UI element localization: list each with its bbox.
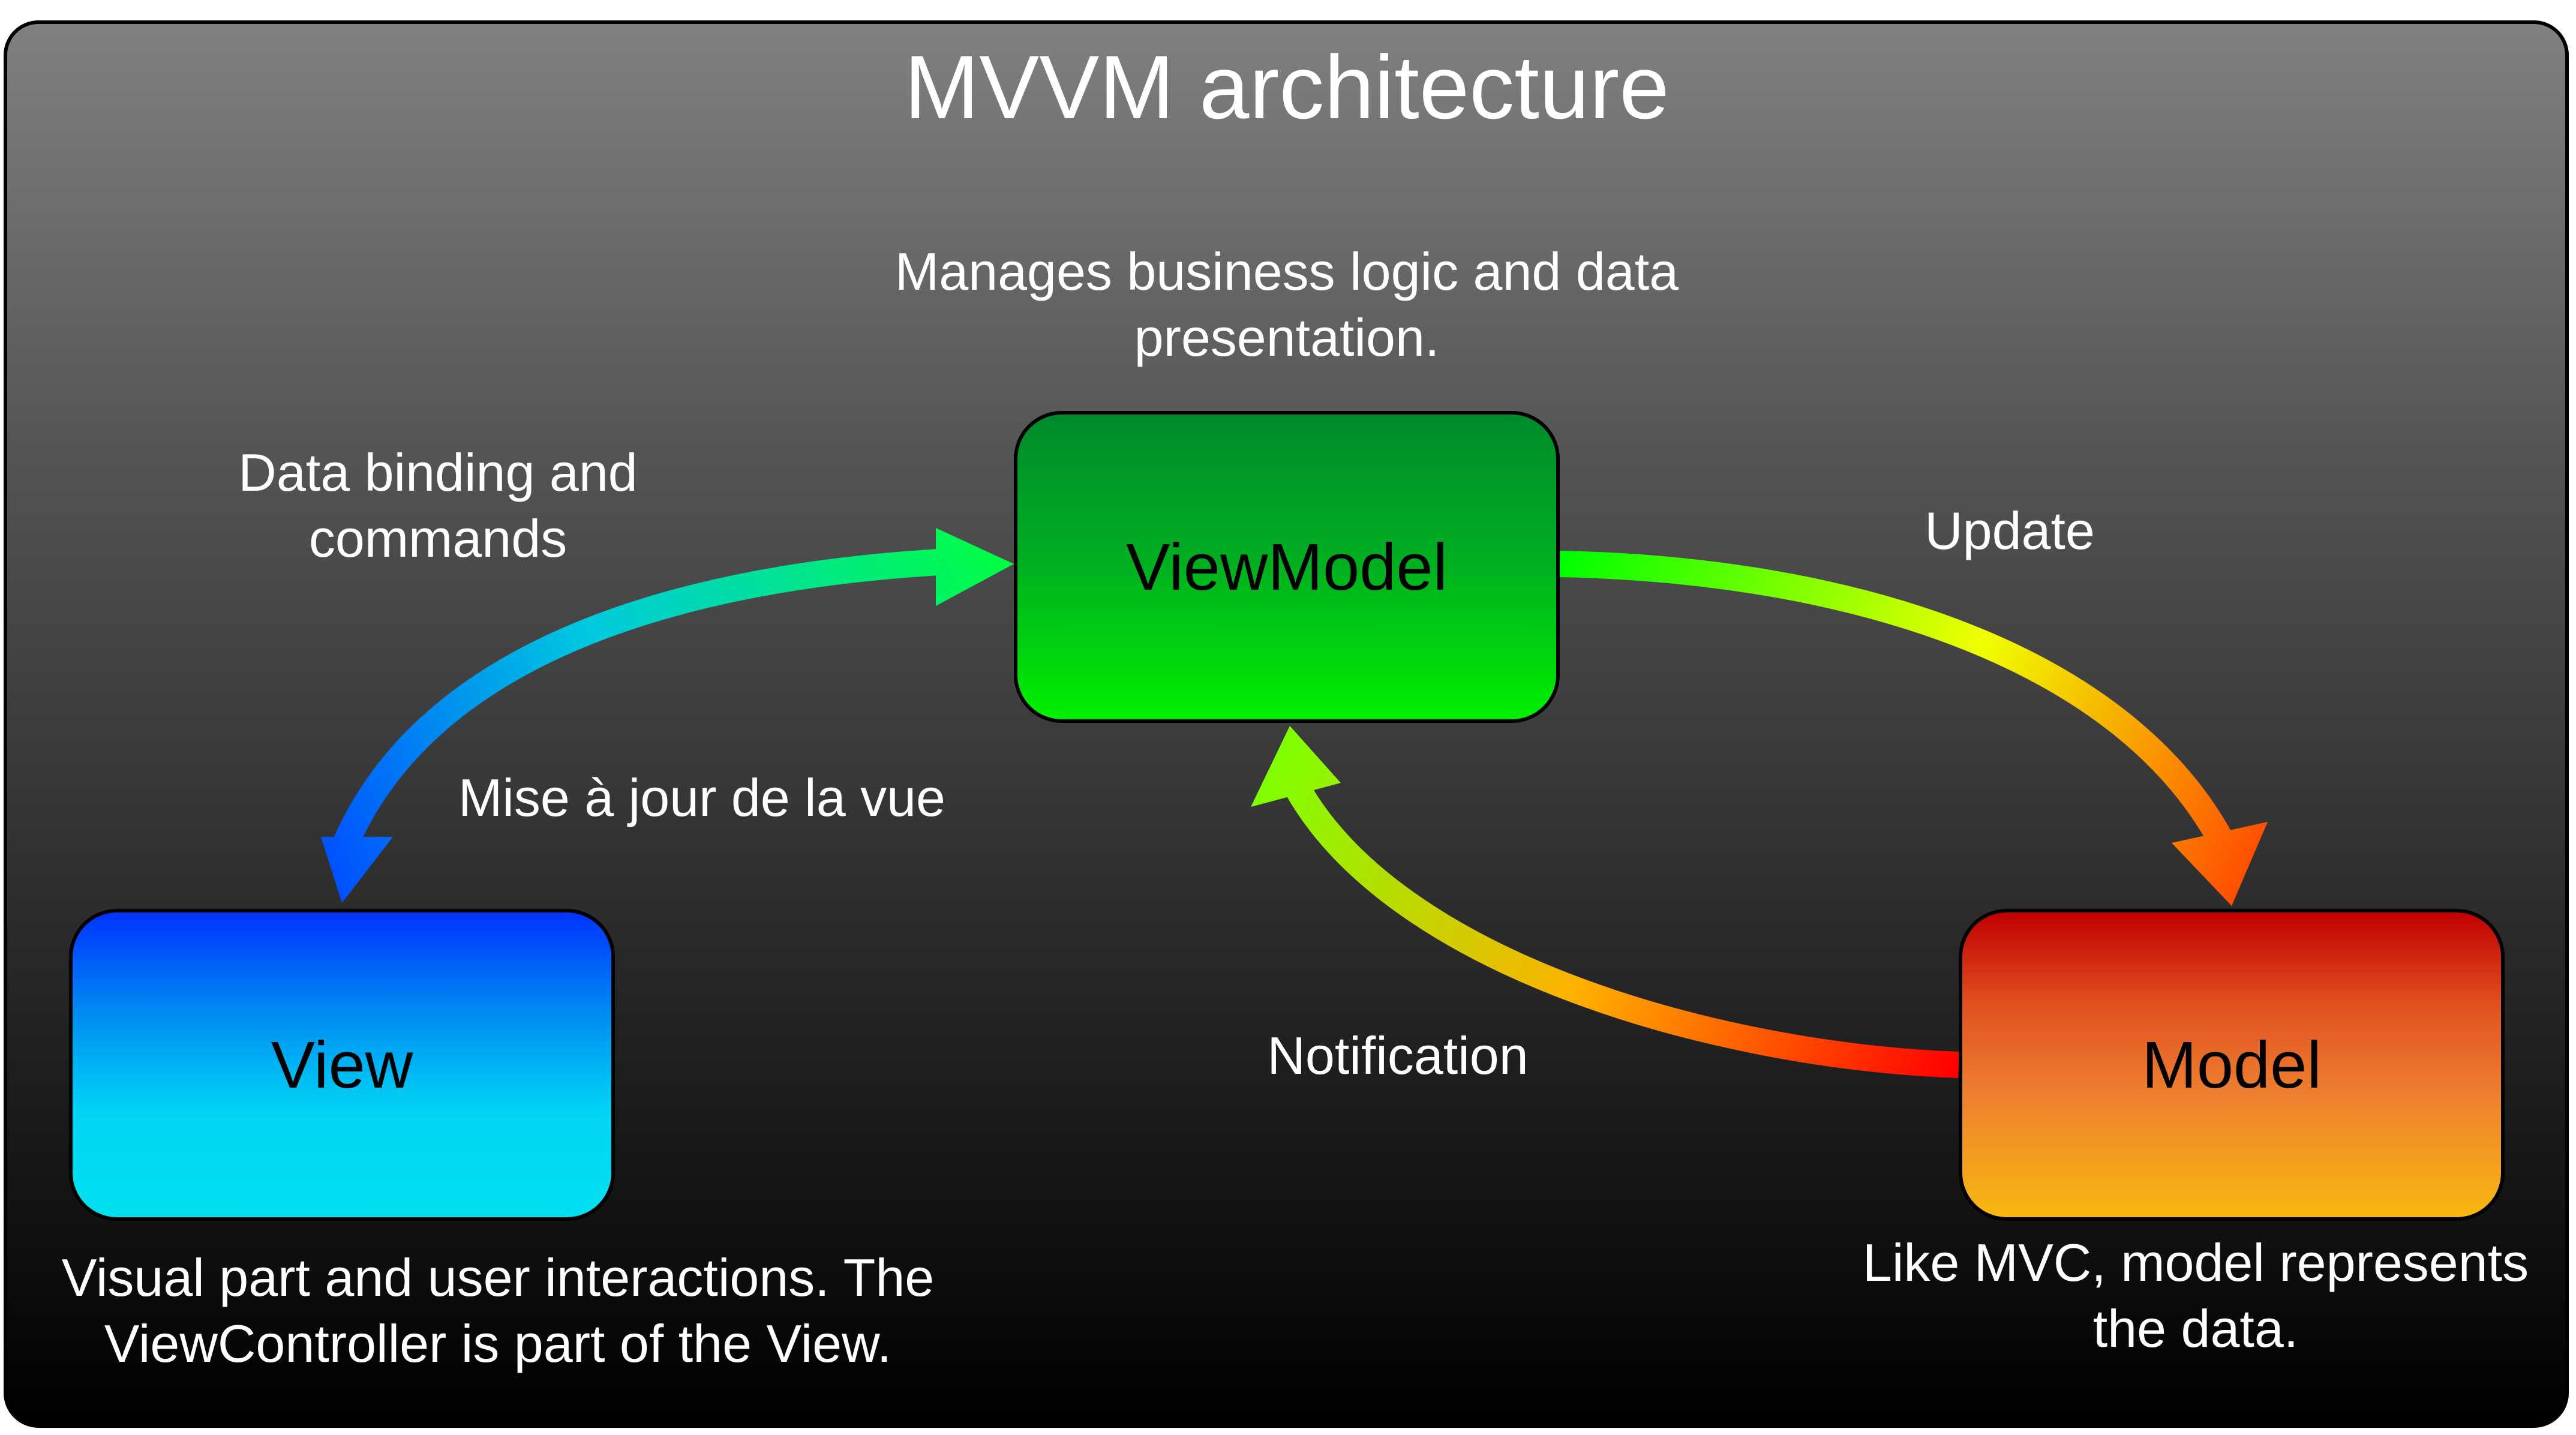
view-update-label: Mise à jour de la vue xyxy=(458,768,945,827)
viewmodel-left-arrowhead xyxy=(936,528,1014,606)
model-description-line2: the data. xyxy=(2092,1299,2299,1358)
view-description-line1: Visual part and user interactions. The xyxy=(61,1248,935,1307)
view-arrowhead xyxy=(321,837,393,903)
model-arrowhead xyxy=(2172,822,2268,906)
data-binding-label-line2: commands xyxy=(308,509,568,568)
data-binding-label-line1: Data binding and xyxy=(238,443,638,502)
diagram-title: MVVM architecture xyxy=(904,37,1670,137)
notification-arrow xyxy=(1278,768,1959,1078)
viewmodel-description-line1: Manages business logic and data xyxy=(894,242,1679,301)
view-viewmodel-arrow xyxy=(329,548,961,857)
notification-label: Notification xyxy=(1267,1026,1529,1085)
viewmodel-node: ViewModel xyxy=(1014,411,1560,723)
view-description-line2: ViewController is part of the View. xyxy=(104,1314,892,1373)
model-node-label: Model xyxy=(2142,1028,2322,1102)
viewmodel-node-label: ViewModel xyxy=(1125,530,1448,604)
model-description-line1: Like MVC, model represents xyxy=(1862,1233,2529,1292)
viewmodel-bottom-arrowhead xyxy=(1251,726,1341,807)
view-node: View xyxy=(69,909,615,1221)
view-node-label: View xyxy=(271,1028,413,1102)
viewmodel-description-line2: presentation. xyxy=(1134,308,1440,367)
model-node: Model xyxy=(1959,909,2505,1221)
update-arrow xyxy=(1559,551,2238,855)
update-label: Update xyxy=(1925,501,2095,560)
